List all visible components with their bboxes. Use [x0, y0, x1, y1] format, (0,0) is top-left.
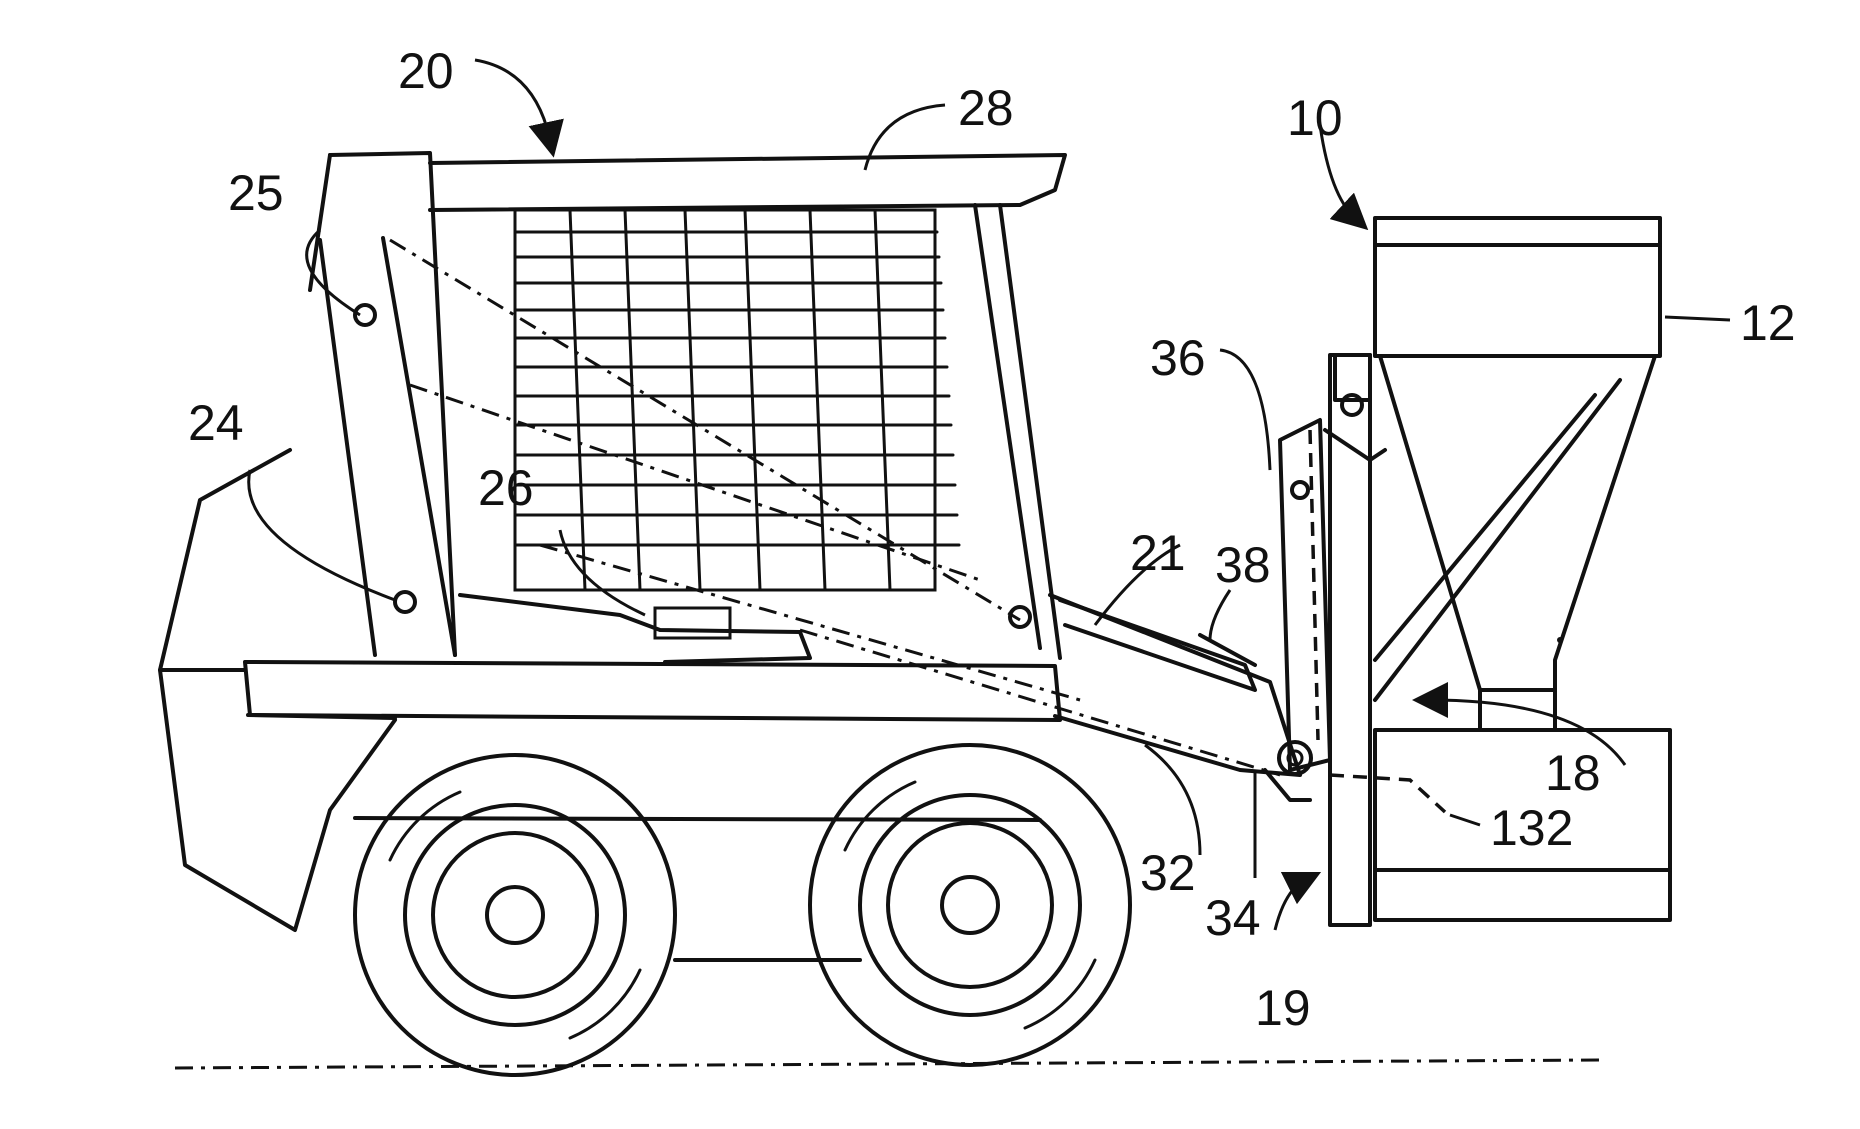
hopper-top — [1375, 218, 1660, 356]
cab-front — [975, 205, 1060, 658]
label-10: 10 — [1287, 90, 1343, 146]
bracing — [1375, 380, 1620, 700]
label-132: 132 — [1490, 800, 1573, 856]
label-18: 18 — [1545, 745, 1601, 801]
ground-line — [175, 1060, 1600, 1068]
hitch-36 — [1280, 420, 1330, 770]
label-28: 28 — [958, 80, 1014, 136]
label-26: 26 — [478, 460, 534, 516]
label-36: 36 — [1150, 330, 1206, 386]
label-38: 38 — [1215, 537, 1271, 593]
label-12: 12 — [1740, 295, 1796, 351]
label-20: 20 — [398, 43, 454, 99]
front-wheel — [810, 745, 1130, 1065]
rear-wheel — [355, 755, 675, 1075]
lift-arm — [1050, 595, 1300, 775]
label-24: 24 — [188, 395, 244, 451]
cab-roof — [430, 155, 1065, 210]
lift-cylinder-26 — [460, 595, 810, 662]
rear-counterweight — [160, 450, 395, 930]
label-21: 21 — [1130, 525, 1186, 581]
tilt-cylinder-38 — [1060, 600, 1255, 690]
label-19: 19 — [1255, 980, 1311, 1036]
pivot-pin-24 — [395, 592, 415, 612]
label-25: 25 — [228, 165, 284, 221]
label-34: 34 — [1205, 890, 1261, 946]
mounting-plate — [1330, 355, 1370, 925]
cab-grille — [515, 210, 959, 590]
attachment-hopper — [1280, 218, 1670, 925]
label-32: 32 — [1140, 845, 1196, 901]
